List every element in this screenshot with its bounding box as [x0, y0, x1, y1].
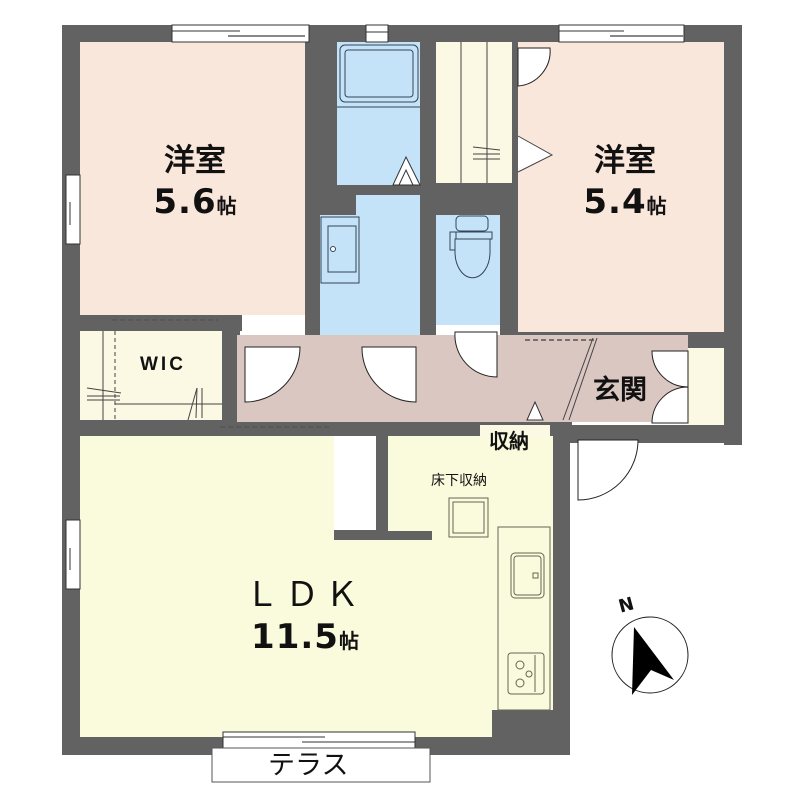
door-toilet: [454, 331, 498, 378]
wall-bedroom1-bottom: [62, 315, 242, 331]
partition-column: [376, 436, 388, 540]
bedroom2-name: 洋室: [594, 143, 656, 179]
western-room-1: [80, 42, 305, 315]
storage-label: 収納: [489, 429, 529, 453]
entrance-label: 玄関: [593, 375, 647, 406]
bedroom1-unit: 帖: [216, 194, 237, 218]
window-bath: [365, 24, 389, 43]
bedroom1-size: 5.6: [153, 182, 217, 222]
ldk-room: [80, 436, 334, 737]
window-terrace: [222, 731, 416, 749]
door-closet-top: [517, 47, 551, 87]
bedroom1-name: 洋室: [164, 143, 226, 179]
underfloor-storage-label: 床下収納: [431, 473, 487, 489]
terrace-box: [211, 747, 431, 783]
wall-kitchen-corner: [492, 710, 570, 755]
bedroom2-label: 洋室 5.4帖: [570, 143, 680, 222]
wall-wic-bottom: [62, 420, 242, 436]
door-shoe-storage-bottom: [651, 386, 689, 424]
bedroom1-label: 洋室 5.6帖: [140, 143, 250, 222]
window-bedroom1-left: [65, 174, 81, 245]
toilet-fixture: [449, 215, 493, 279]
exterior-wall-right-lower: [553, 425, 570, 755]
washroom-notch: [320, 195, 356, 215]
shoe-storage: [688, 348, 724, 425]
western-room-2: [518, 42, 724, 332]
wall-bath-bottom: [305, 185, 435, 195]
door-bedroom1: [244, 346, 301, 403]
door-shoe-storage-top: [651, 350, 689, 388]
wall-closet-bottom: [420, 183, 518, 215]
ldk-size: 11.5: [251, 617, 339, 657]
entrance-bottom-wall: [553, 425, 742, 443]
ldk-label: ＬＤＫ 11.5帖: [215, 578, 395, 654]
terrace-label: テラス: [268, 750, 349, 781]
window-bedroom2-top: [558, 24, 685, 43]
bedroom2-unit: 帖: [646, 194, 667, 218]
wall-wic-right: [222, 315, 240, 435]
bedroom2-size: 5.4: [583, 182, 647, 222]
partition-opening: [334, 436, 376, 530]
window-bedroom1-top: [171, 24, 310, 43]
window-ldk-left: [65, 519, 81, 590]
ldk-name: ＬＤＫ: [245, 575, 365, 615]
wic-label: WIC: [140, 354, 186, 375]
door-washroom: [361, 346, 417, 403]
wic-room: [80, 331, 222, 420]
compass: [611, 616, 689, 695]
door-entrance: [577, 439, 639, 501]
ldk-unit: 帖: [338, 629, 359, 653]
